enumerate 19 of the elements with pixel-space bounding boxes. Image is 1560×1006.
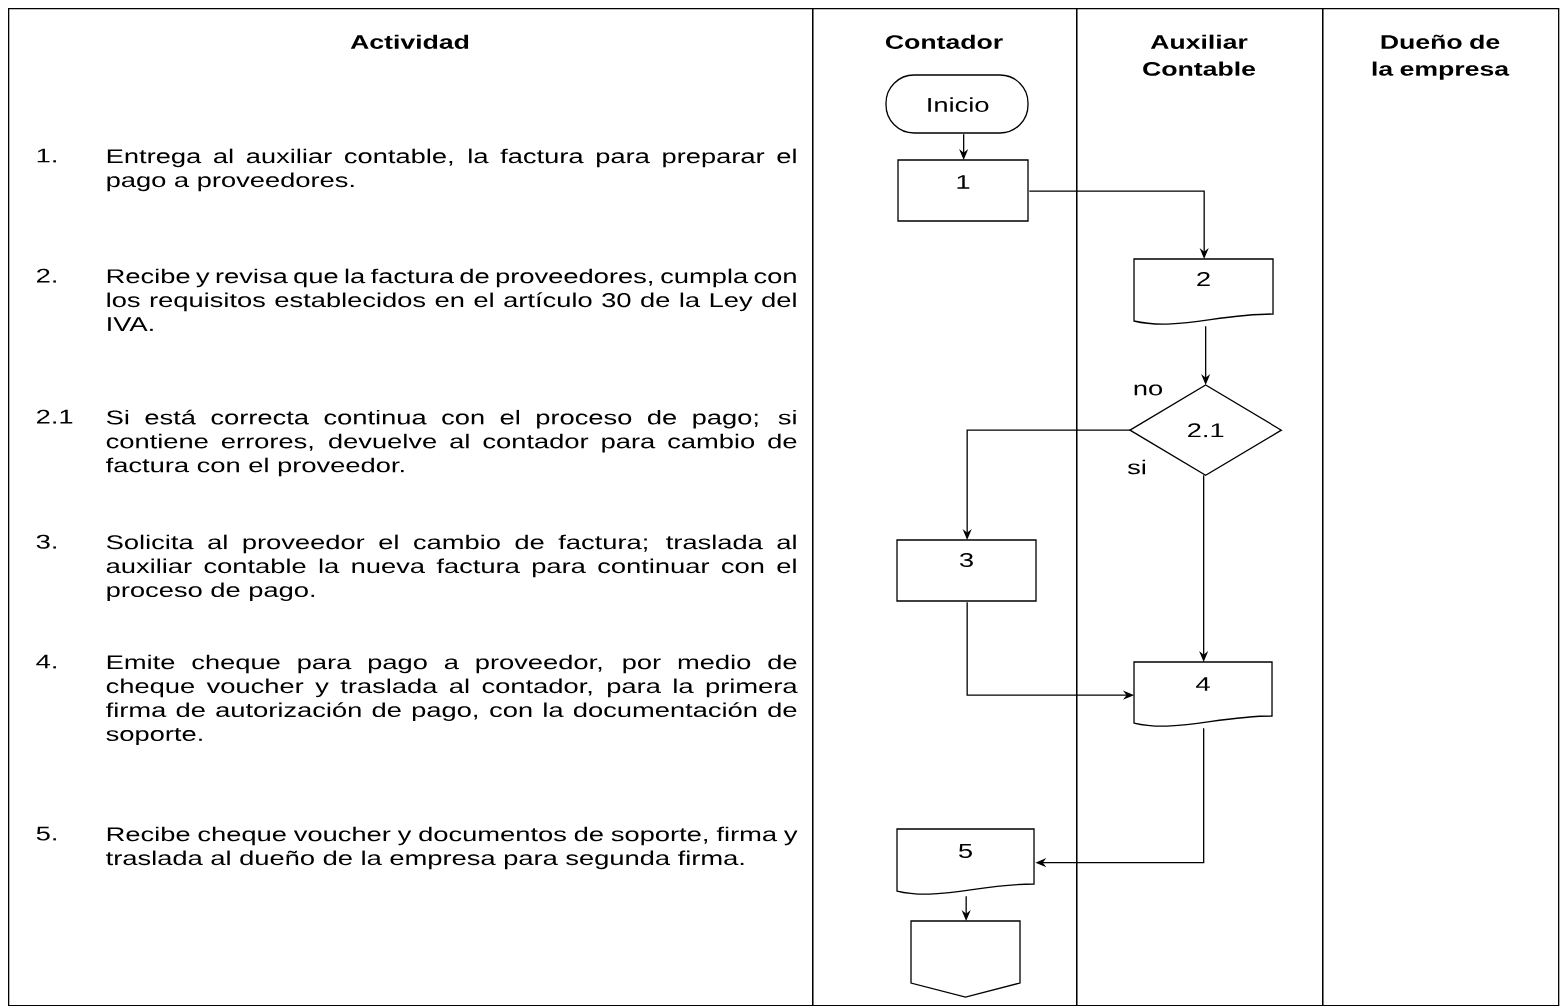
step-description: Entrega al auxiliar contable, la factura para preparar el pago a proveedores.	[107, 148, 796, 192]
step-number: 5.	[36, 826, 56, 841]
step-description: Emite cheque para pago a proveedor, por medio de cheque voucher y traslada al contador, para la primera firma de autorización de pago, con la documentación de soporte.	[106, 654, 798, 745]
process-box: 1	[897, 159, 1029, 222]
start-terminal: Inicio	[885, 74, 1029, 134]
step-description: Recibe cheque voucher y documentos de soporte, firma y traslada al dueño de la empresa para segunda firma.	[106, 826, 798, 870]
step-number: 2.1	[37, 409, 73, 424]
process-box: 3	[896, 539, 1037, 602]
step-number: 4.	[36, 654, 56, 669]
offpage-connector	[910, 920, 1021, 998]
edge-label: no	[1134, 384, 1163, 396]
step-number: 1.	[37, 148, 56, 163]
step-number: 3.	[36, 534, 56, 549]
step-description: Recibe y revisa que la factura de proveedores, cumpla con los requisitos establecidos en el artículo 30 de la Ley del IVA.	[107, 268, 796, 331]
step-number: 2.	[37, 268, 56, 283]
edge-label: si	[1127, 459, 1146, 475]
step-description: Solicita al proveedor el cambio de factura; traslada al auxiliar contable la nueva factura para continuar con el proceso de pago.	[106, 534, 796, 602]
swimlane-column: Dueño de la empresa	[1322, 8, 1560, 1006]
step-description: Si está correcta continua con el proceso de pago; si contiene errores, devuelve al contador para cambio de factura con el proveedor.	[106, 409, 797, 477]
